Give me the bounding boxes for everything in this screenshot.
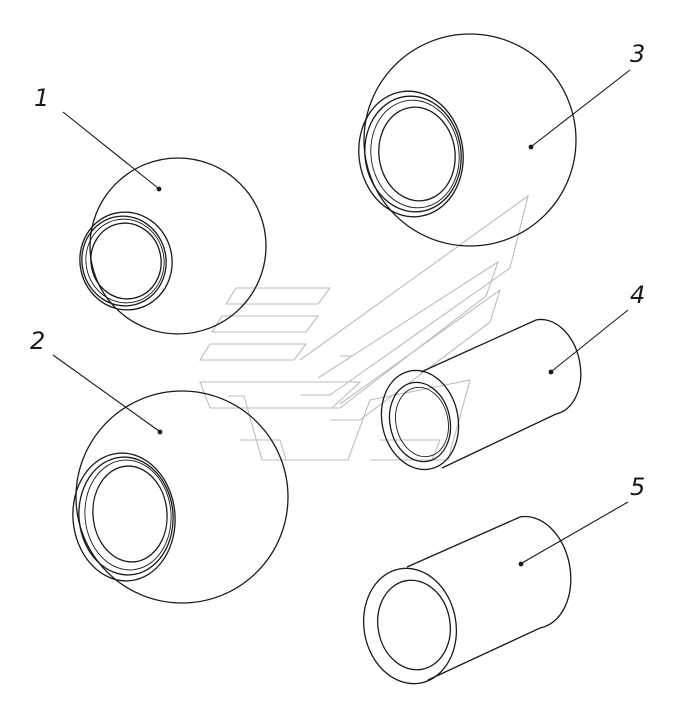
callout-5: 5 [630, 473, 645, 501]
bushing-4 [380, 318, 582, 471]
callout-2: 2 [30, 327, 45, 355]
callout-4: 4 [630, 281, 645, 309]
ball-joint-1 [79, 157, 267, 335]
ball-joint-3 [358, 33, 577, 247]
callout-1: 1 [34, 84, 49, 112]
bushing-5 [362, 515, 572, 685]
leader-lines [52, 69, 631, 564]
chevron-logo-watermark [199, 194, 529, 461]
ball-joint-2 [72, 390, 289, 604]
callout-3: 3 [630, 40, 645, 68]
